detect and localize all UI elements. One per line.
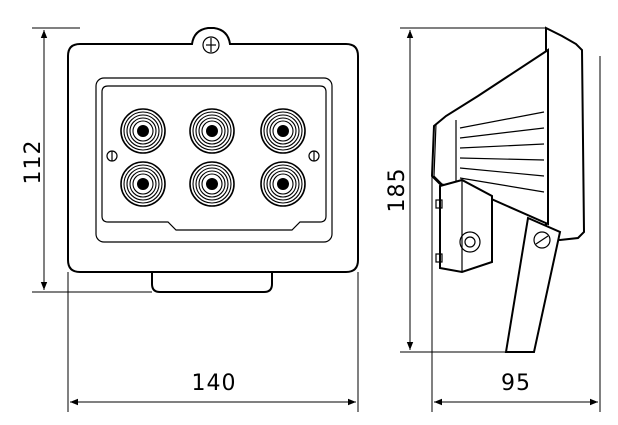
side-back-plate [545, 26, 586, 242]
led-lens [189, 108, 235, 154]
front-bottom-bracket [151, 269, 273, 293]
led-lens [189, 161, 235, 207]
side-bracket-arm [504, 216, 562, 353]
side-lens-rim [433, 117, 445, 185]
dim-height-side-label: 185 [385, 168, 410, 213]
front-glass-inner [101, 85, 327, 231]
front-view [67, 27, 359, 293]
dim-height-front: 112 [21, 27, 152, 293]
top-screw [202, 36, 220, 54]
cable-gland [459, 231, 481, 253]
dim-depth-side: 95 [431, 56, 601, 412]
side-fins [455, 111, 545, 193]
led-lens [260, 161, 306, 207]
front-glass-frame [95, 77, 333, 243]
led-lens [260, 108, 306, 154]
bracket-screw [533, 231, 551, 249]
dim-width-front-label: 140 [192, 371, 237, 396]
dim-height-side: 185 [385, 27, 546, 353]
right-side-screw [308, 150, 320, 162]
dim-depth-side-label: 95 [501, 371, 531, 396]
led-lens [120, 108, 166, 154]
side-view [430, 26, 586, 353]
dim-width-front: 140 [67, 272, 359, 412]
side-lug-top [435, 199, 443, 209]
dim-height-front-label: 112 [21, 140, 46, 185]
side-mount-box [439, 178, 493, 274]
side-lug-bottom [435, 253, 443, 263]
led-lens [120, 161, 166, 207]
left-side-screw [106, 150, 118, 162]
led-array [120, 108, 306, 207]
